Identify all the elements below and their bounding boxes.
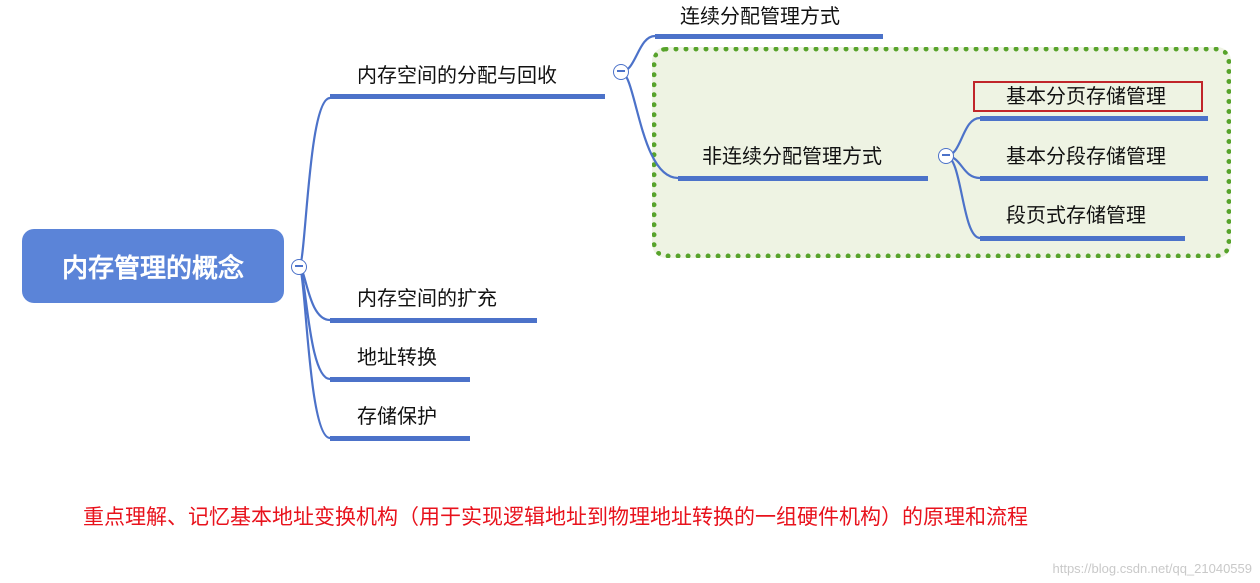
- node-paging-label[interactable]: 基本分页存储管理: [1006, 84, 1166, 108]
- node-noncontiguous-underline: [678, 176, 928, 181]
- node-segmentation-underline: [980, 176, 1208, 181]
- node-contiguous-label[interactable]: 连续分配管理方式: [680, 4, 840, 28]
- branch-expansion-underline: [330, 318, 537, 323]
- node-segmented-paging-label[interactable]: 段页式存储管理: [1006, 203, 1146, 227]
- node-segmentation-label[interactable]: 基本分段存储管理: [1006, 144, 1166, 168]
- study-note: 重点理解、记忆基本地址变换机构（用于实现逻辑地址到物理地址转换的一组硬件机构）的…: [83, 505, 1028, 529]
- collapse-toggle-icon[interactable]: [938, 148, 954, 164]
- branch-expansion-label[interactable]: 内存空间的扩充: [357, 286, 497, 310]
- highlight-box: [973, 81, 1203, 112]
- root-node[interactable]: 内存管理的概念: [22, 229, 284, 303]
- branch-protection-label[interactable]: 存储保护: [357, 404, 437, 428]
- branch-alloc-recovery-label[interactable]: 内存空间的分配与回收: [357, 63, 557, 87]
- branch-address-translation-underline: [330, 377, 470, 382]
- node-segmented-paging-underline: [980, 236, 1185, 241]
- node-contiguous-underline: [655, 34, 883, 39]
- node-paging-underline: [980, 116, 1208, 121]
- branch-address-translation-label[interactable]: 地址转换: [357, 345, 437, 369]
- node-noncontiguous-label[interactable]: 非连续分配管理方式: [702, 144, 882, 168]
- connector-alloc-noncontiguous: [620, 70, 679, 180]
- branch-alloc-recovery-underline: [330, 94, 605, 99]
- collapse-toggle-icon[interactable]: [291, 259, 307, 275]
- collapse-toggle-icon[interactable]: [613, 64, 629, 80]
- branch-protection-underline: [330, 436, 470, 441]
- connector-root-branch1: [297, 96, 331, 269]
- watermark: https://blog.csdn.net/qq_21040559: [1052, 561, 1253, 576]
